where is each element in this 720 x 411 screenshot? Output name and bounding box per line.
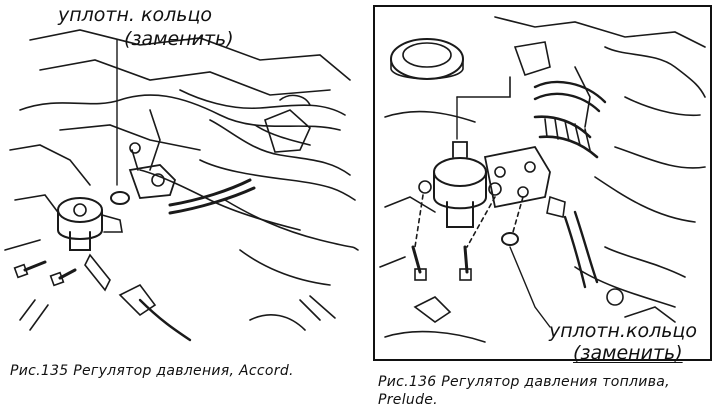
figure-135-caption: Рис.135 Регулятор давления, Accord. (10, 363, 294, 379)
engine-drawing-prelude (379, 16, 706, 343)
figure-135-illustration (0, 0, 360, 345)
figure-136-callout-line2: (заменить) (573, 342, 683, 364)
figure-136-callout-line1: уплотн.кольцо (549, 320, 697, 342)
figure-136-frame (373, 5, 712, 361)
figure-135-callout-line2: (заменить) (124, 28, 234, 50)
figure-136-caption-line2: Prelude. (378, 392, 438, 408)
figure-136-caption-line1: Рис.136 Регулятор давления топлива, (378, 374, 670, 390)
engine-drawing-accord (4, 29, 359, 342)
figure-135-callout-line1: уплотн. кольцо (58, 4, 213, 26)
